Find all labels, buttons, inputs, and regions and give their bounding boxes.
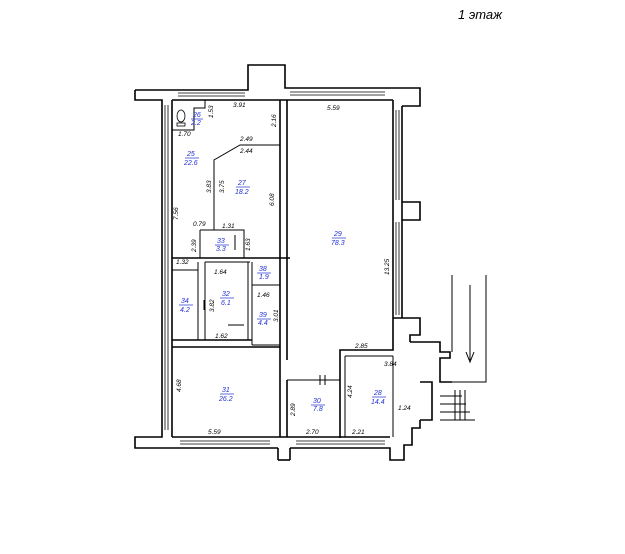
dimension-label: 2.49: [239, 136, 253, 143]
svg-text:31: 31: [222, 387, 230, 394]
dimension-label: 2.85: [354, 343, 368, 350]
dimension-label: 1.63: [245, 238, 252, 251]
dimension-label: 1.31: [222, 223, 235, 230]
room-label: 26 2.2: [190, 112, 203, 127]
dimension-label: 2.16: [271, 114, 278, 128]
svg-text:38: 38: [259, 266, 267, 273]
toilet-icon: [176, 109, 186, 127]
svg-text:22.6: 22.6: [183, 160, 198, 167]
room-label: 38 1.9: [257, 266, 271, 281]
dimension-label: 2.44: [239, 148, 253, 155]
svg-text:14.4: 14.4: [371, 399, 385, 406]
dimension-label: 2.89: [290, 403, 297, 417]
room-label: 39 4.4: [257, 312, 271, 327]
windows: [164, 91, 400, 445]
svg-text:30: 30: [313, 398, 321, 405]
svg-text:25: 25: [186, 151, 195, 158]
room-label: 25 22.6: [183, 151, 199, 167]
room-labels: 25 22.6 26 2.2 27 18.2 28 14.4 29 78.3 3…: [179, 112, 386, 413]
dimension-label: 1.62: [215, 333, 228, 340]
dimension-label: 1.64: [214, 269, 227, 276]
svg-text:1.9: 1.9: [259, 274, 269, 281]
dimension-label: 1.53: [208, 105, 215, 118]
dimension-label: 1.70: [178, 131, 191, 138]
dimension-label: 5.59: [327, 105, 340, 112]
room-label: 33 3.3: [215, 238, 229, 253]
dimension-label: 2.21: [351, 429, 365, 436]
svg-text:34: 34: [181, 298, 189, 305]
dimension-label: 1.24: [398, 405, 411, 412]
room-label: 29 78.3: [331, 231, 346, 247]
svg-text:4.4: 4.4: [258, 320, 268, 327]
dimension-label: 3.84: [384, 361, 397, 368]
dimension-label: 13.25: [384, 258, 391, 275]
svg-text:28: 28: [373, 390, 382, 397]
dimension-label: 3.01: [273, 309, 280, 322]
floor-title: 1 этаж: [458, 7, 503, 22]
dimension-labels: 3.91 5.59 1.53 1.70 2.16 2.49 2.44 3.83 …: [173, 102, 411, 436]
svg-text:7.8: 7.8: [313, 406, 323, 413]
dimension-label: 6.08: [269, 193, 276, 206]
dimension-label: 2.70: [305, 429, 319, 436]
dimension-label: 4.68: [176, 379, 183, 392]
room-label: 28 14.4: [371, 390, 386, 406]
room-label: 32 6.1: [220, 291, 234, 307]
interior-walls: [172, 100, 394, 437]
svg-text:4.2: 4.2: [180, 307, 190, 314]
dimension-label: 3.75: [219, 180, 226, 193]
room-label: 34 4.2: [179, 298, 193, 314]
dimension-label: 3.83: [206, 180, 213, 193]
svg-text:26: 26: [192, 112, 201, 119]
dimension-label: 1.46: [257, 292, 270, 299]
room-label: 27 18.2: [235, 180, 250, 196]
svg-text:2.2: 2.2: [190, 120, 201, 127]
dimension-label: 5.59: [208, 429, 221, 436]
svg-text:33: 33: [217, 238, 225, 245]
dimension-label: 3.91: [233, 102, 246, 109]
dimension-label: 2.39: [191, 239, 198, 253]
svg-text:32: 32: [222, 291, 230, 298]
svg-text:26.2: 26.2: [218, 396, 233, 403]
room-label: 30 7.8: [311, 398, 325, 413]
dimension-label: 3.82: [209, 299, 216, 312]
svg-text:78.3: 78.3: [331, 240, 345, 247]
outer-walls: [134, 64, 487, 461]
svg-text:27: 27: [237, 180, 247, 187]
dimension-label: 4.24: [347, 385, 354, 398]
dimension-label: 7.56: [173, 207, 180, 220]
dimension-label: 1.32: [176, 259, 189, 266]
dimension-label: 0.79: [193, 221, 206, 228]
svg-text:18.2: 18.2: [235, 189, 249, 196]
room-label: 31 26.2: [218, 387, 234, 403]
svg-text:3.3: 3.3: [216, 246, 226, 253]
svg-text:39: 39: [259, 312, 267, 319]
svg-text:6.1: 6.1: [221, 300, 231, 307]
svg-text:29: 29: [333, 231, 342, 238]
